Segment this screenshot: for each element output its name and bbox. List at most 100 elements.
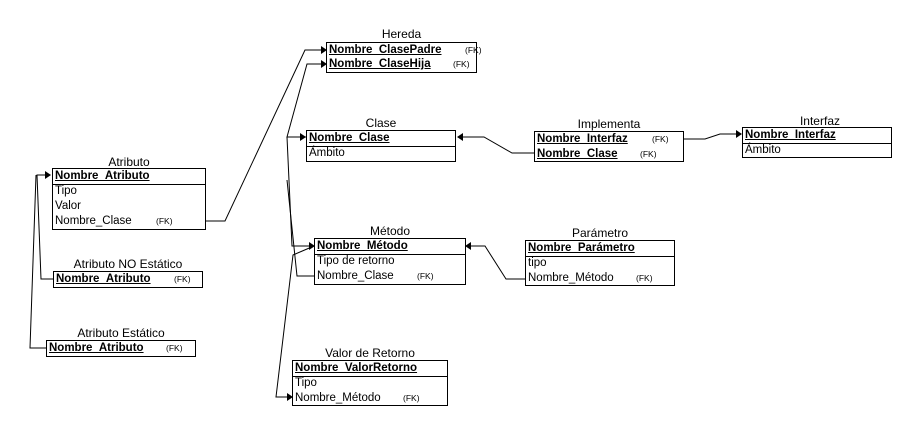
primary-key-divider (526, 256, 674, 257)
entity-row: Nombre_Clase (FK) (317, 269, 463, 284)
field-name: tipo (528, 257, 547, 269)
entity-atributo[interactable]: Nombre_Atributo Tipo Valor Nombre_Clase … (52, 168, 206, 230)
entity-row: Nombre_Método (FK) (528, 271, 672, 286)
entity-title-parametro: Parámetro (571, 226, 629, 240)
fk-marker: (FK) (652, 134, 669, 144)
entity-row: Valor (55, 199, 203, 214)
arrowhead-interfaz (736, 130, 742, 138)
field-name: Nombre_ClaseHija (329, 58, 431, 70)
fk-marker: (FK) (174, 274, 191, 284)
field-name: Nombre_ClasePadre (329, 44, 442, 56)
fk-marker: (FK) (640, 149, 657, 159)
field-name: Nombre_ValorRetorno (295, 362, 418, 374)
link-noestatico-to-atributo (36, 174, 53, 280)
field-name: Tipo de retorno (317, 255, 395, 267)
entity-row: Nombre_Clase (309, 131, 453, 146)
field-name: Nombre_Clase (55, 215, 132, 227)
field-name: Nombre_Atributo (55, 170, 150, 182)
entity-title-hereda: Hereda (381, 27, 422, 41)
entity-row: Nombre_Clase (FK) (537, 147, 681, 162)
entity-atributo-no-estatico[interactable]: Nombre_Atributo (FK) (53, 271, 203, 288)
link-parametro-to-metodo (467, 245, 525, 280)
arrowhead-valorretorno (287, 393, 293, 401)
entity-row: Nombre_ClaseHija (FK) (329, 57, 474, 72)
entity-title-valor-retorno: Valor de Retorno (325, 346, 415, 360)
entity-row: Nombre_Método (317, 239, 463, 254)
link-implementa-to-interfaz (684, 133, 741, 140)
field-name: Valor (55, 200, 81, 212)
primary-key-divider (307, 146, 455, 147)
entity-title-clase: Clase (365, 116, 397, 130)
arrowhead-atributo (45, 171, 51, 179)
field-name: Nombre_Parámetro (528, 242, 635, 254)
entity-title-atributo: Atributo (108, 155, 150, 169)
field-name: Nombre_Interfaz (745, 129, 836, 141)
entity-title-metodo: Método (369, 224, 411, 238)
link-atributo-to-hereda (206, 49, 326, 222)
field-name: Nombre_Método (317, 240, 408, 252)
primary-key-divider (743, 143, 891, 144)
primary-key-divider (53, 184, 205, 185)
fk-marker: (FK) (636, 273, 653, 283)
entity-atributo-estatico[interactable]: Nombre_Atributo (FK) (46, 340, 196, 357)
entity-row: Nombre_Método (FK) (295, 391, 445, 406)
link-metodo-to-clase (286, 179, 314, 277)
entity-row: tipo (528, 256, 672, 271)
field-name: Nombre_Método (528, 272, 614, 284)
field-name: Nombre_Clase (309, 132, 390, 144)
entity-row: Ámbito (309, 146, 453, 161)
fk-marker: (FK) (156, 216, 173, 226)
field-name: Nombre_Atributo (49, 342, 144, 354)
entity-row: Nombre_Interfaz (745, 128, 889, 143)
field-name: Ámbito (309, 147, 345, 159)
entity-row: Nombre_Atributo (FK) (56, 272, 200, 287)
field-name: Nombre_Interfaz (537, 133, 628, 145)
entity-clase[interactable]: Nombre_Clase Ámbito (306, 130, 456, 162)
field-name: Tipo (55, 185, 77, 197)
entity-row: Tipo (295, 376, 445, 391)
entity-title-implementa: Implementa (577, 117, 641, 131)
entity-implementa[interactable]: Nombre_Interfaz (FK) Nombre_Clase (FK) (534, 131, 684, 162)
entity-title-atributo-no-estatico: Atributo NO Estático (73, 257, 183, 271)
field-name: Nombre_Clase (317, 270, 394, 282)
fk-marker: (FK) (417, 271, 434, 281)
entity-row: Nombre_Atributo (FK) (49, 341, 193, 356)
entity-interfaz[interactable]: Nombre_Interfaz Ámbito (742, 127, 892, 158)
arrowhead-metodo-from-parametro (465, 242, 471, 250)
entity-row: Nombre_Interfaz (FK) (537, 132, 681, 147)
entity-row: Nombre_Parámetro (528, 241, 672, 256)
primary-key-divider (315, 254, 465, 255)
arrowhead-clase-from-implementa (457, 133, 463, 141)
entity-row: Nombre_ClasePadre (FK) (329, 43, 482, 58)
entity-row: Nombre_Atributo (55, 169, 203, 184)
fk-marker: (FK) (166, 343, 183, 353)
entity-parametro[interactable]: Nombre_Parámetro tipo Nombre_Método (FK) (525, 240, 675, 286)
entity-valor-retorno[interactable]: Nombre_ValorRetorno Tipo Nombre_Método (… (292, 360, 448, 406)
entity-row: Tipo de retorno (317, 254, 463, 269)
entity-title-interfaz: Interfaz (799, 114, 840, 128)
link-implementa-to-clase (459, 136, 534, 154)
field-name: Nombre_Atributo (56, 273, 151, 285)
entity-row: Tipo (55, 184, 203, 199)
fk-marker: (FK) (465, 45, 482, 55)
fk-marker: (FK) (403, 393, 420, 403)
fk-marker: (FK) (453, 59, 470, 69)
entity-hereda[interactable]: Nombre_ClasePadre (FK) Nombre_ClaseHija … (326, 42, 482, 73)
field-name: Nombre_Método (295, 392, 381, 404)
primary-key-divider (293, 376, 447, 377)
link-clase-to-metodo (286, 136, 314, 247)
arrowhead-clase (300, 133, 306, 141)
entity-metodo[interactable]: Nombre_Método Tipo de retorno Nombre_Cla… (314, 238, 466, 285)
entity-title-atributo-estatico: Atributo Estático (77, 326, 165, 340)
arrowhead-hereda (321, 46, 327, 54)
entity-row: Nombre_Clase (FK) (55, 214, 203, 229)
field-name: Ámbito (745, 144, 781, 156)
arrowhead-metodo (309, 242, 315, 250)
link-hereda-to-clase (286, 63, 326, 138)
arrowhead-hereda-hija (321, 60, 327, 68)
link-metodo-to-valorretorno (275, 245, 315, 398)
entity-row: Ámbito (745, 143, 889, 158)
link-estatico-to-atributo (29, 174, 46, 349)
